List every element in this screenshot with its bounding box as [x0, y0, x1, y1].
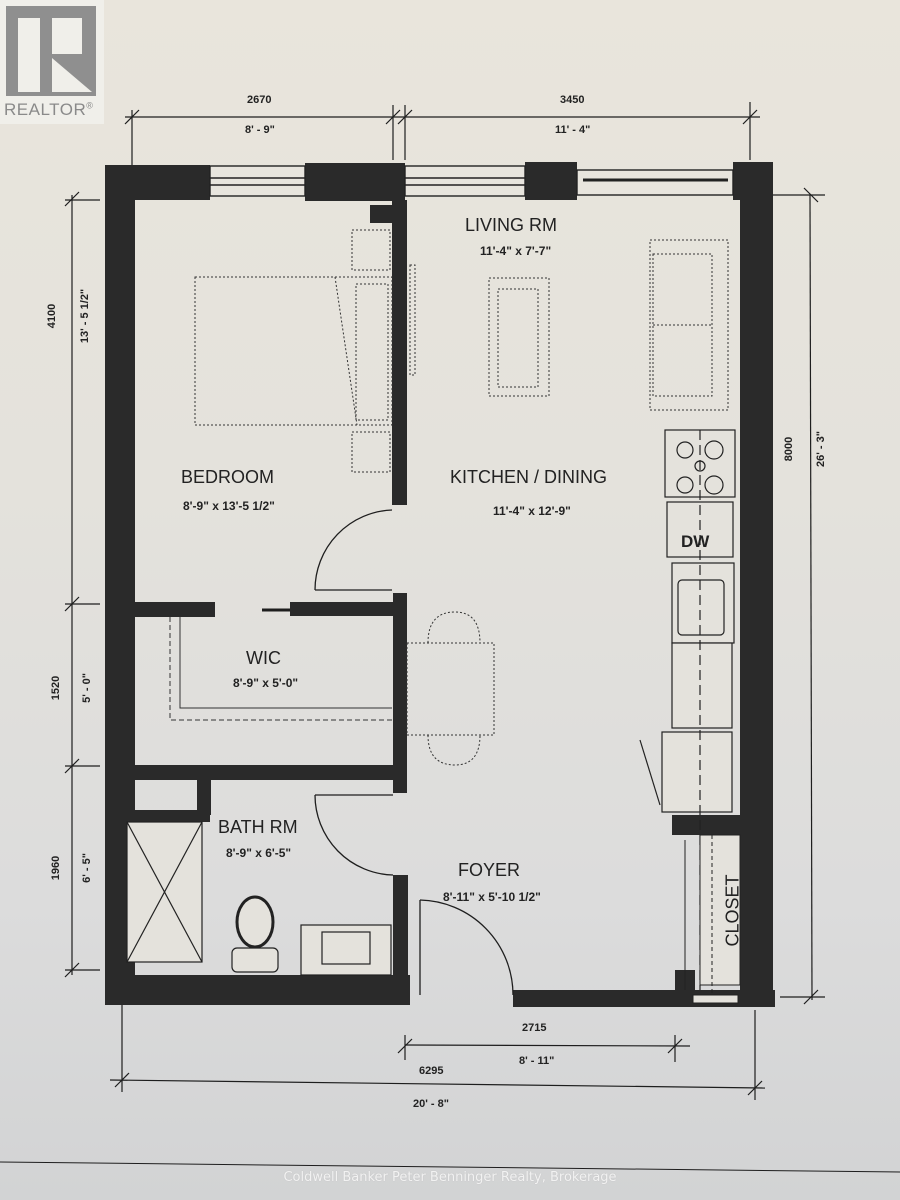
dimension-lines [0, 102, 900, 1173]
dim-top-right-metric: 3450 [560, 94, 585, 106]
bedroom-furniture [194, 229, 416, 473]
dim-left-bath-imperial: 6' - 5" [80, 853, 93, 883]
dim-top-right-imperial: 11' - 4" [555, 124, 591, 136]
wic-shelving [169, 617, 392, 721]
room-kitchen-size: 11'-4" x 12'-9" [493, 504, 571, 518]
dim-left-bedroom-metric: 4100 [46, 303, 59, 329]
room-kitchen-title: KITCHEN / DINING [450, 467, 608, 487]
room-wic-size: 8'-9" x 5'-0" [233, 676, 299, 690]
dishwasher-label: DW [681, 532, 710, 551]
dim-right-metric: 8000 [783, 436, 796, 462]
room-foyer-size: 8'-11" x 5'-10 1/2" [443, 890, 541, 904]
room-closet-label: CLOSET [722, 874, 743, 947]
room-living-title: LIVING RM [465, 215, 558, 235]
room-bedroom-title: BEDROOM [181, 467, 275, 487]
closet [684, 834, 741, 1004]
living-furniture [488, 239, 729, 411]
realtor-logo-text: REALTOR® [4, 100, 94, 119]
bath-fixtures [126, 821, 392, 976]
brokerage-watermark: Coldwell Banker Peter Benninger Realty, … [283, 1170, 617, 1185]
room-bath-size: 8'-9" x 6'-5" [226, 846, 292, 860]
realtor-logo: REALTOR® [0, 0, 104, 124]
dim-top-left-imperial: 8' - 9" [245, 124, 275, 136]
dim-left-bath-metric: 1960 [50, 855, 63, 881]
room-living-size: 11'-4" x 7'-7" [480, 244, 552, 258]
windows [209, 165, 734, 197]
dim-right-imperial: 26' - 3" [814, 431, 827, 467]
room-wic-title: WIC [246, 648, 281, 668]
dim-bottom-overall-metric: 6295 [419, 1065, 444, 1077]
room-foyer-title: FOYER [458, 860, 521, 880]
dim-bottom-inner-metric: 2715 [522, 1022, 547, 1034]
dim-left-wic-metric: 1520 [50, 675, 63, 701]
dim-bottom-inner-imperial: 8' - 11" [519, 1055, 555, 1067]
walls [105, 162, 775, 1007]
kitchen-counter [639, 429, 736, 990]
dim-bottom-overall-imperial: 20' - 8" [413, 1098, 449, 1110]
dining-set [406, 611, 495, 766]
realtor-r-icon [6, 6, 96, 96]
room-bedroom-size: 8'-9" x 13'-5 1/2" [183, 499, 275, 513]
dim-top-left-metric: 2670 [247, 94, 272, 106]
doors [262, 509, 514, 996]
dim-left-bedroom-imperial: 13' - 5 1/2" [79, 288, 92, 344]
room-bath-title: BATH RM [218, 817, 298, 837]
dim-left-wic-imperial: 5' - 0" [80, 673, 93, 703]
